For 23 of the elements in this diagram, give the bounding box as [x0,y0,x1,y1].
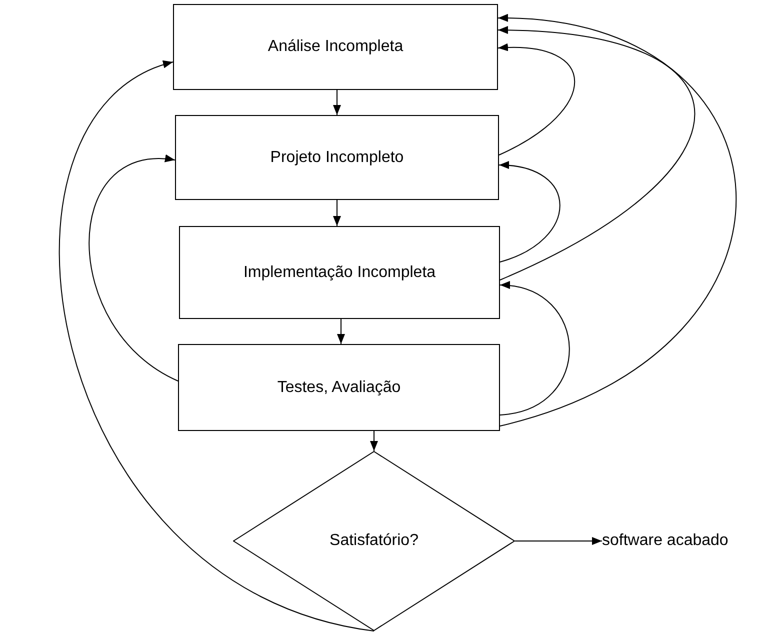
node-label: Análise Incompleta [268,38,404,56]
decision-diamond [233,451,515,631]
arrow [498,162,560,262]
node-label: Satisfatório? [330,532,418,550]
process-box [173,4,498,90]
arrow [498,26,696,280]
arrow [333,200,341,226]
arrow [370,430,378,452]
arrow [498,14,736,426]
arrow [337,318,345,344]
node-label: software acabado [602,532,728,550]
arrow [333,90,341,116]
process-box [179,226,500,319]
arrow [498,44,576,156]
arrow [60,62,374,632]
arrow [500,282,570,416]
node-label: Projeto Incompleto [270,148,404,166]
arrow [88,156,178,382]
process-box [175,115,499,200]
process-box [178,344,500,431]
arrow [514,537,602,545]
node-label: Testes, Avaliação [277,378,401,396]
node-label: Implementação Incompleta [243,264,436,282]
